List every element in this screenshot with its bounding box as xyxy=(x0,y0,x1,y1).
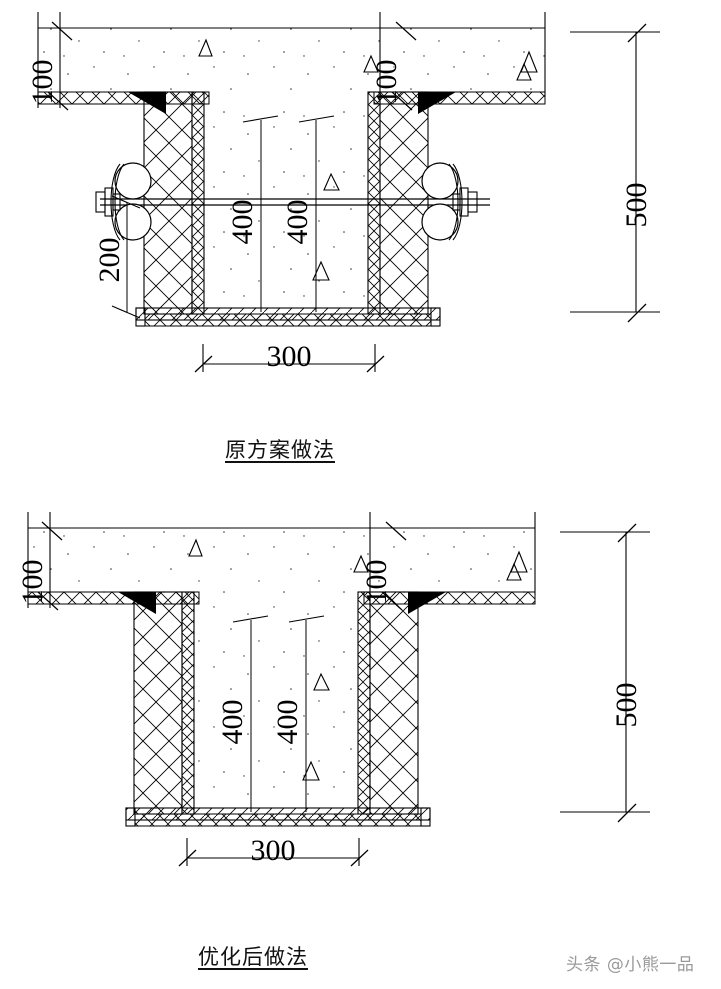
label-slab-thickness-left: 100 xyxy=(26,60,59,105)
steel-pipe-left-upper xyxy=(114,162,152,200)
concrete-symbol-group xyxy=(198,38,538,281)
label-beam-width: 300 xyxy=(267,340,312,373)
column-formwork-left xyxy=(143,91,205,315)
label-beam-depth-b: 500 xyxy=(610,683,643,728)
watermark: 头条 @小熊一品 xyxy=(566,955,695,975)
label-form-height-right: 400 xyxy=(281,200,314,245)
dim-tie-rod-offset xyxy=(111,195,141,319)
label-form-height-left-b: 400 xyxy=(216,700,249,745)
label-tie-rod-offset: 200 xyxy=(93,238,126,283)
tie-nut-right-outer xyxy=(467,191,478,213)
beam-cavity-b xyxy=(194,604,358,806)
column-formwork-left-b xyxy=(133,591,195,815)
dim-slab-thickness-left xyxy=(37,21,73,111)
steel-pipe-right-upper xyxy=(421,162,459,200)
bottom-support-plate-b xyxy=(125,807,431,827)
column-formwork-right-b xyxy=(357,591,419,815)
diagram-optimized-scheme xyxy=(27,512,650,867)
tie-nut-left-inner xyxy=(112,193,121,211)
dim-slab-thickness-right xyxy=(379,21,417,111)
dim-beam-width xyxy=(194,344,385,373)
bottom-support-plate xyxy=(135,307,441,327)
diagram-original-scheme xyxy=(37,12,660,373)
label-slab-thickness-left-b: 100 xyxy=(16,560,49,605)
label-form-height-left: 400 xyxy=(226,200,259,245)
tie-nut-left-outer xyxy=(95,191,106,213)
dim-beam-depth-b xyxy=(560,523,650,823)
tie-rod-assembly xyxy=(95,162,490,241)
label-beam-width-b: 300 xyxy=(251,834,296,867)
label-slab-thickness-right-b: 100 xyxy=(360,560,393,605)
label-beam-depth: 500 xyxy=(620,183,653,228)
steel-pipe-right-lower xyxy=(421,203,459,241)
caption-optimized-scheme: 优化后做法 xyxy=(198,945,308,969)
label-slab-thickness-right: 100 xyxy=(370,60,403,105)
concrete-symbol-group-b xyxy=(188,538,528,781)
caption-original-scheme: 原方案做法 xyxy=(225,438,335,462)
dim-beam-width-b xyxy=(178,838,369,867)
concrete-slab-bottom xyxy=(27,512,536,608)
steel-pipe-left-lower xyxy=(114,203,152,241)
dim-slab-thickness-left-b xyxy=(27,521,63,611)
label-form-height-right-b: 400 xyxy=(271,700,304,745)
dim-beam-depth xyxy=(570,23,660,323)
tie-nut-right-inner xyxy=(452,193,461,211)
column-formwork-right xyxy=(367,91,429,315)
dim-slab-thickness-right-b xyxy=(369,521,407,611)
